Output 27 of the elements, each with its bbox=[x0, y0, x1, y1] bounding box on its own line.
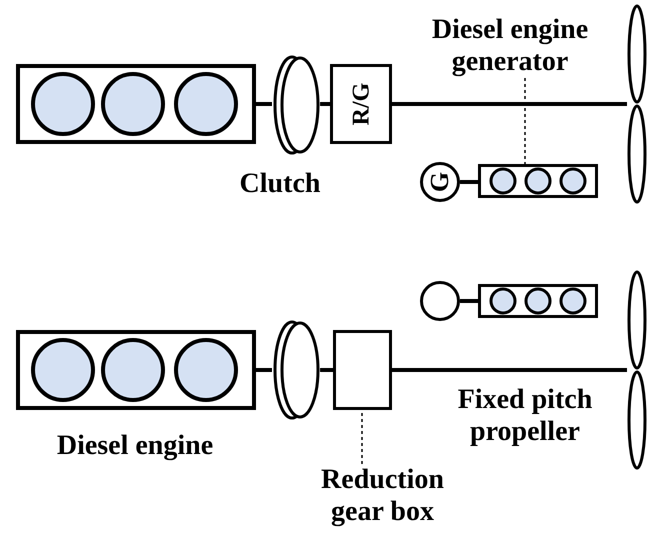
clutch-symbol bbox=[272, 55, 320, 155]
propeller-drawing bbox=[627, 4, 647, 204]
shaft-line bbox=[256, 102, 272, 106]
shaft-line bbox=[320, 368, 333, 372]
propeller-drawing bbox=[627, 270, 647, 470]
generator-symbol bbox=[420, 281, 460, 321]
shaft-line bbox=[392, 368, 627, 372]
engine-block bbox=[16, 64, 256, 144]
component-label: Fixed pitch propeller bbox=[456, 384, 594, 448]
shaft-line bbox=[392, 102, 627, 106]
component-label: Diesel engine generator bbox=[400, 14, 620, 78]
engine-block bbox=[16, 330, 256, 410]
shaft-line bbox=[460, 299, 478, 303]
shaft-line bbox=[256, 368, 272, 372]
reduction-gear-box bbox=[333, 330, 392, 410]
generator-engine-block bbox=[478, 284, 598, 318]
reduction-gear-box: R/G bbox=[330, 64, 392, 144]
shaft-line bbox=[460, 180, 478, 184]
generator-symbol: G bbox=[420, 162, 460, 202]
shaft-line bbox=[320, 102, 330, 106]
leader-line bbox=[524, 78, 526, 164]
component-label: Clutch bbox=[238, 168, 322, 200]
component-label: Reduction gear box bbox=[295, 464, 470, 528]
leader-line bbox=[361, 410, 363, 464]
generator-engine-block bbox=[478, 164, 598, 198]
clutch-symbol bbox=[272, 320, 320, 420]
component-label: Diesel engine bbox=[56, 430, 214, 462]
